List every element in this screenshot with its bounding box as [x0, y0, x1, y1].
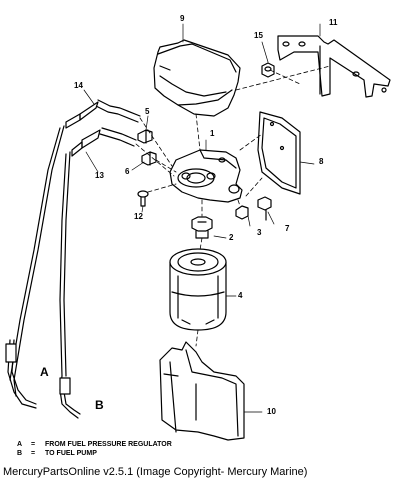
callout-15: 15 [254, 31, 263, 40]
legend-sep-b: = [31, 450, 36, 457]
mounting-bracket-part-11 [277, 35, 391, 98]
callout-9: 9 [180, 14, 185, 23]
nut-part-15 [261, 62, 275, 78]
callout-12: 12 [134, 212, 143, 221]
line-label-a: A [40, 365, 49, 379]
legend-key-b: B [17, 450, 23, 457]
filter-head-part-1 [169, 149, 243, 203]
fitting-part-5 [137, 129, 153, 144]
legend-key-a: A [17, 441, 23, 448]
legend-sep-a: = [31, 441, 36, 448]
callout-13: 13 [95, 171, 104, 180]
fuel-line-part-13 [59, 127, 137, 377]
callout-1: 1 [210, 129, 215, 138]
line-end-b [59, 375, 81, 419]
callout-3: 3 [257, 228, 262, 237]
callout-6: 6 [125, 167, 130, 176]
callout-8: 8 [319, 157, 324, 166]
screw-part-12 [137, 190, 149, 207]
filter-cover-part-9 [153, 39, 241, 117]
legend-text-b: TO FUEL PUMP [45, 450, 97, 457]
callout-7: 7 [285, 224, 290, 233]
bolt-part-7 [257, 196, 272, 221]
filter-guard-part-10 [159, 341, 245, 441]
legend-row-b: B = TO FUEL PUMP [17, 450, 97, 457]
fitting-part-6 [141, 151, 157, 166]
legend-row-a: A = FROM FUEL PRESSURE REGULATOR [17, 441, 172, 448]
fuel-filter-part-4 [169, 248, 227, 331]
line-label-b: B [95, 398, 104, 412]
adapter-nipple-part-2 [191, 216, 213, 239]
callout-10: 10 [267, 407, 276, 416]
callout-14: 14 [74, 81, 83, 90]
legend-text-a: FROM FUEL PRESSURE REGULATOR [45, 441, 172, 448]
plug-part-3 [235, 205, 249, 220]
callout-11: 11 [329, 18, 338, 27]
callout-5: 5 [145, 107, 150, 116]
copyright-caption: MercuryPartsOnline v2.5.1 (Image Copyrig… [3, 466, 308, 478]
callout-2: 2 [229, 233, 234, 242]
gasket-plate-part-8 [257, 111, 301, 195]
callout-4: 4 [238, 291, 243, 300]
fuel-line-part-14 [9, 99, 141, 397]
line-end-a [5, 339, 37, 409]
